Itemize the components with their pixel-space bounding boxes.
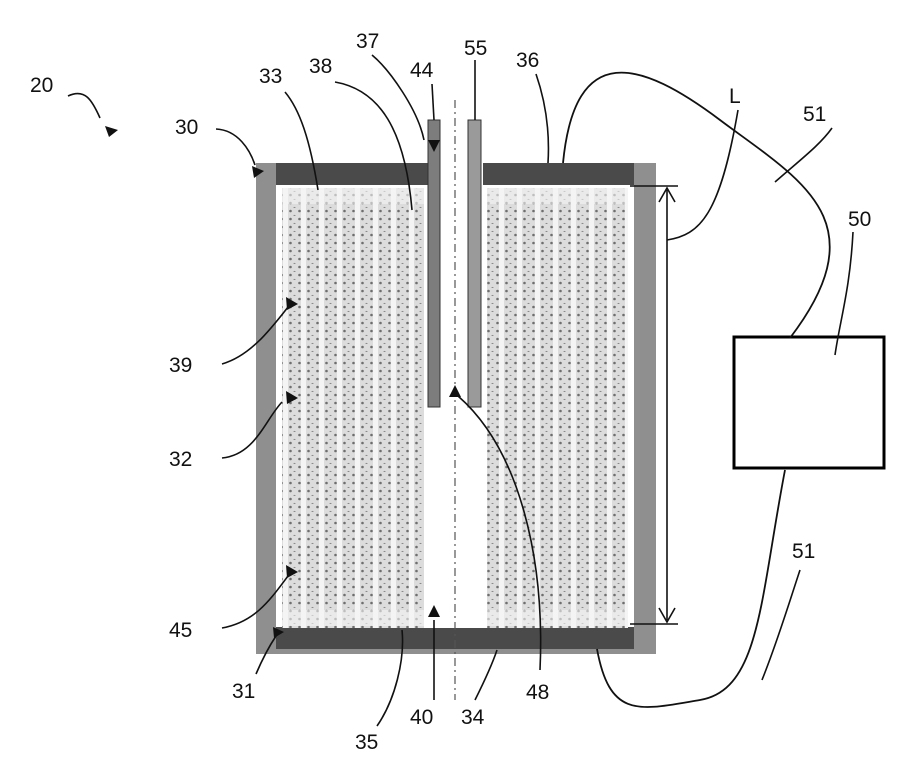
leader-44 <box>432 84 434 120</box>
label-33: 33 <box>259 65 282 88</box>
label-55: 55 <box>464 37 487 60</box>
leader-36 <box>536 74 548 163</box>
label-51-top: 51 <box>803 103 826 126</box>
label-30: 30 <box>175 116 198 139</box>
label-L: L <box>729 85 741 108</box>
label-35: 35 <box>355 731 378 754</box>
label-51-bottom: 51 <box>792 540 815 563</box>
outlet-tube <box>468 120 481 407</box>
top-cap-right <box>483 163 634 185</box>
left-bottom-edge <box>282 610 424 626</box>
right-bottom-edge <box>487 610 628 626</box>
leader-30 <box>216 129 255 165</box>
electrode-stack-left <box>282 188 424 628</box>
label-20: 20 <box>30 74 53 97</box>
label-34: 34 <box>461 706 485 729</box>
label-40: 40 <box>410 706 433 729</box>
label-45: 45 <box>169 619 192 642</box>
electrode-stack-right <box>487 188 628 628</box>
leader-L <box>667 110 738 240</box>
arrow-20 <box>105 126 118 137</box>
left-top-edge <box>282 188 424 204</box>
left-winding <box>282 188 424 628</box>
label-37: 37 <box>356 30 379 53</box>
leader-51-bottom <box>762 570 800 680</box>
right-winding <box>487 188 628 628</box>
leader-34 <box>475 650 497 700</box>
right-top-edge <box>487 188 628 204</box>
label-44: 44 <box>410 59 434 82</box>
leader-20 <box>68 93 100 118</box>
label-31: 31 <box>232 680 255 703</box>
label-36: 36 <box>516 49 539 72</box>
controller-box <box>734 337 884 468</box>
label-32: 32 <box>169 448 192 471</box>
inlet-tube <box>428 120 440 407</box>
label-50: 50 <box>848 208 871 231</box>
label-38: 38 <box>309 55 332 78</box>
label-39: 39 <box>169 354 192 377</box>
label-48: 48 <box>526 681 549 704</box>
leader-51-top <box>775 128 832 182</box>
